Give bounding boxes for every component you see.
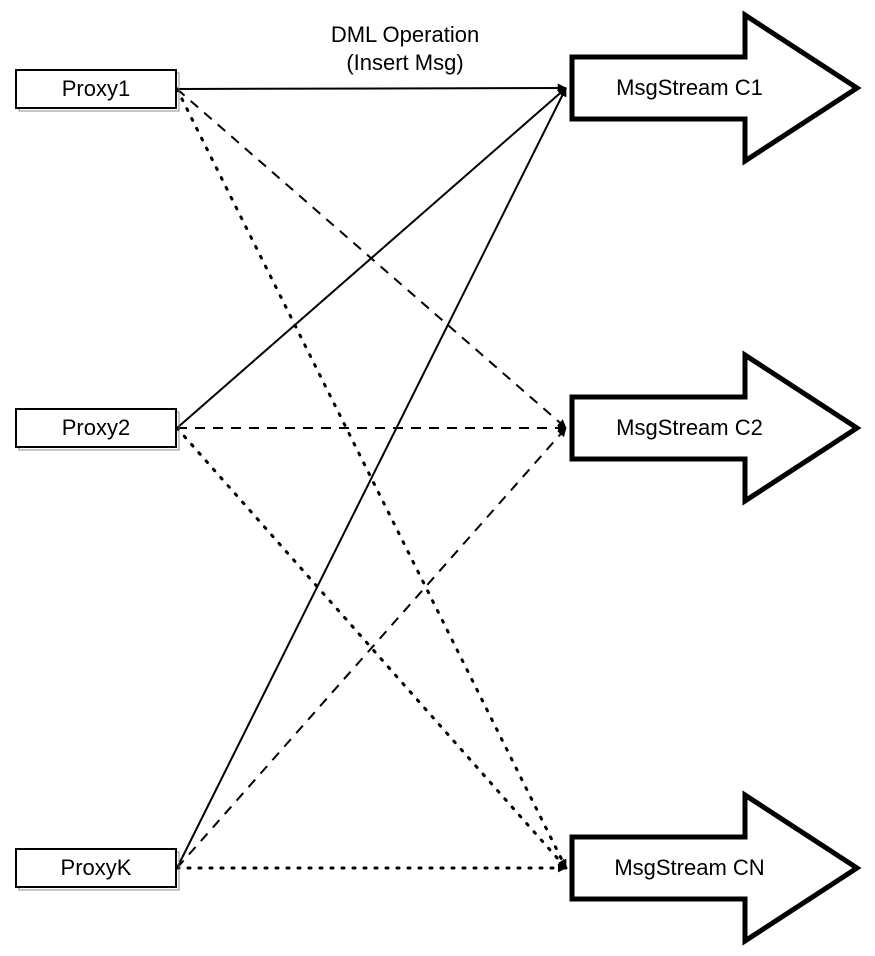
proxy-node-group: Proxy1 Proxy2 ProxyK: [15, 69, 180, 891]
msgstream-c2-arrow-icon[interactable]: [569, 350, 862, 506]
msgstream-c1-arrow-icon[interactable]: [569, 10, 862, 166]
connector-proxy2-to-stream-c1[interactable]: [176, 87, 567, 429]
connector-proxy1-to-stream-c1[interactable]: [176, 83, 567, 93]
msgstream-c2-label: MsgStream C2: [616, 415, 763, 440]
proxyk-label: ProxyK: [61, 855, 132, 880]
connector-proxy2-to-stream-cn[interactable]: [175, 426, 568, 870]
edge-caption-group: DML Operation (Insert Msg): [331, 22, 479, 75]
msgstream-cn-arrow-icon[interactable]: [569, 790, 862, 946]
edge-caption-line2: (Insert Msg): [346, 50, 463, 75]
proxy-node-proxy2[interactable]: Proxy2: [15, 408, 180, 451]
proxy1-box[interactable]: [15, 69, 177, 109]
proxy2-label: Proxy2: [62, 415, 130, 440]
msgstream-cn-label: MsgStream CN: [614, 855, 764, 880]
proxyk-box[interactable]: [15, 848, 177, 888]
msgstream-group: MsgStream C1 MsgStream C2 MsgStream CN: [569, 10, 862, 946]
connector-layer: [175, 83, 568, 873]
msgstream-node-cn[interactable]: MsgStream CN: [569, 790, 862, 946]
proxy2-box[interactable]: [15, 408, 177, 448]
proxy-node-proxyk[interactable]: ProxyK: [15, 848, 180, 891]
connector-proxy1-to-stream-cn[interactable]: [175, 87, 568, 870]
msgstream-node-c1[interactable]: MsgStream C1: [569, 10, 862, 166]
proxy1-label: Proxy1: [62, 76, 130, 101]
proxy-node-proxy1[interactable]: Proxy1: [15, 69, 180, 112]
msgstream-node-c2[interactable]: MsgStream C2: [569, 350, 862, 506]
connector-proxyk-to-stream-c1[interactable]: [176, 87, 567, 869]
connector-proxyk-to-stream-c2[interactable]: [176, 427, 567, 869]
edge-caption-line1: DML Operation: [331, 22, 479, 47]
msgstream-c1-label: MsgStream C1: [616, 75, 763, 100]
